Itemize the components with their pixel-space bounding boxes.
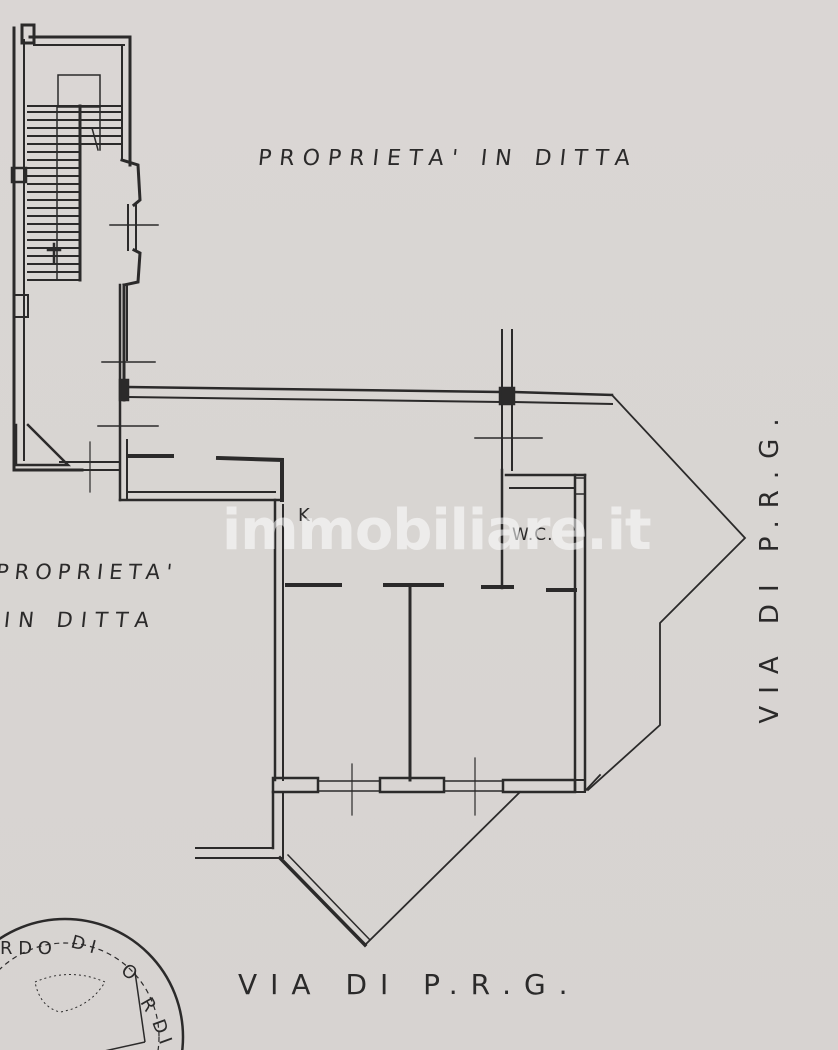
svg-text:R D O: R D O	[0, 938, 52, 959]
room-label-wc: W.C.	[512, 525, 554, 545]
room-label-kitchen: K	[298, 505, 310, 526]
street-label-bottom: VIA DI P.R.G.	[238, 968, 581, 1001]
seal-stamp-icon: R D O D I O R D I N I	[0, 917, 185, 1050]
svg-text:O: O	[117, 960, 141, 985]
svg-text:D I: D I	[69, 932, 98, 959]
street-label-right: VIA DI P.R.G.	[755, 406, 785, 724]
stairwell	[10, 23, 159, 493]
property-label-top: PROPRIETA' IN DITTA	[256, 146, 640, 171]
property-label-left-line1: PROPRIETA'	[0, 560, 180, 584]
property-label-left-line2: IN DITTA	[2, 608, 159, 632]
entry-corridor	[97, 283, 502, 502]
svg-text:D I: D I	[147, 1017, 175, 1048]
apartment-walls	[195, 329, 614, 948]
property-boundary	[363, 393, 747, 947]
